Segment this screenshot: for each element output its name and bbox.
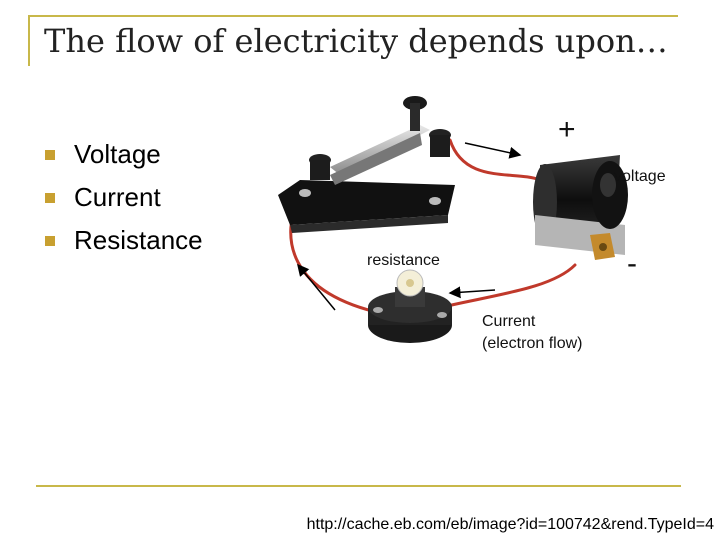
- bulb-holder: [368, 269, 452, 343]
- resistance-label: resistance: [367, 252, 440, 269]
- bullet-item-resistance: Resistance: [45, 219, 203, 262]
- circuit-illustration: [278, 96, 628, 343]
- bullet-item-current: Current: [45, 176, 203, 219]
- slide-title: The flow of electricity depends upon…: [44, 22, 668, 60]
- bullet-list: Voltage Current Resistance: [45, 133, 203, 262]
- bullet-square-icon: [45, 149, 55, 160]
- battery-cell: [533, 155, 628, 260]
- flow-arrows: [297, 142, 522, 311]
- switch-key: [278, 96, 455, 233]
- bullet-text: Voltage: [74, 139, 161, 169]
- bullet-text: Current: [74, 182, 161, 212]
- current-label-line1: Current: [482, 313, 536, 330]
- bullet-item-voltage: Voltage: [45, 133, 203, 176]
- title-top-rule: [28, 15, 678, 17]
- source-url: http://cache.eb.com/eb/image?id=100742&r…: [306, 516, 714, 533]
- current-label-line2: (electron flow): [482, 335, 583, 352]
- footer-rule: [36, 485, 681, 487]
- bullet-text: Resistance: [74, 225, 203, 255]
- title-left-rule: [28, 16, 30, 66]
- bullet-square-icon: [45, 235, 55, 246]
- plus-terminal-label: +: [558, 113, 576, 146]
- bullet-square-icon: [45, 192, 55, 203]
- voltage-label: voltage: [614, 168, 666, 185]
- minus-terminal-label: -: [627, 247, 637, 280]
